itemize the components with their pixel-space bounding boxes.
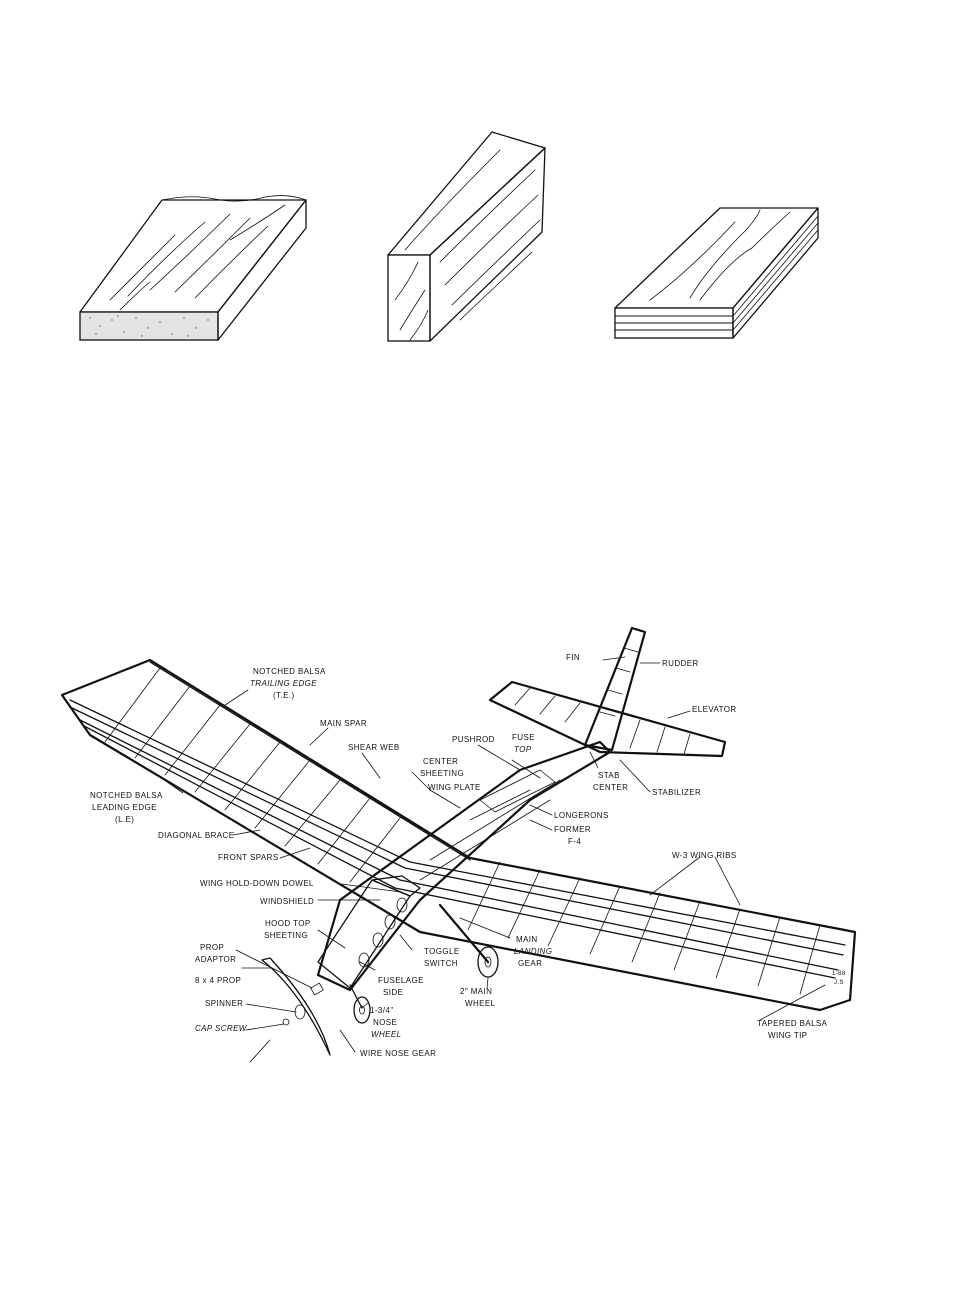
wood-sample-plywood (614, 207, 819, 339)
label-gear: GEAR (518, 959, 542, 968)
fin-ribs (599, 647, 639, 717)
cap-screw (282, 1018, 290, 1026)
label-notched-balsa-le: NOTCHED BALSA (90, 791, 163, 800)
label-2in-main: 2" MAIN (460, 987, 492, 996)
label-prop-8x4: 8 x 4 PROP (195, 976, 241, 985)
airplane-structure: FIN RUDDER NOTCHED BALSA TRAILING EDGE (… (60, 626, 857, 1063)
label-wing-hold-down-dowel: WING HOLD-DOWN DOWEL (200, 879, 314, 888)
wing-outline (60, 658, 857, 1012)
grain-lines-1 (109, 204, 286, 311)
label-wire-nose-gear: WIRE NOSE GEAR (360, 1049, 436, 1058)
label-nose-wheel: WHEEL (371, 1030, 401, 1039)
label-nose: NOSE (373, 1018, 397, 1027)
label-tapered-balsa: TAPERED BALSA (757, 1019, 828, 1028)
label-hood-top: HOOD TOP (265, 919, 311, 928)
label-leading-edge: LEADING EDGE (92, 803, 157, 812)
label-fuse: FUSE (512, 733, 535, 742)
label-signature-initials: J.S (834, 980, 844, 986)
stabilizer (488, 680, 727, 758)
label-main: MAIN (516, 935, 538, 944)
label-wing-tip: WING TIP (768, 1031, 808, 1040)
label-fuselage: FUSELAGE (378, 976, 424, 985)
wing-ribs (104, 667, 821, 995)
label-adaptor: ADAPTOR (195, 955, 236, 964)
grain-lines-2 (394, 149, 541, 341)
fuselage-holes (358, 897, 408, 968)
leader-lines (149, 656, 826, 1053)
label-toggle: TOGGLE (424, 947, 460, 956)
label-side: SIDE (383, 988, 403, 997)
label-pushrod: PUSHROD (452, 735, 495, 744)
label-windshield: WINDSHIELD (260, 897, 314, 906)
label-front-spars: FRONT SPARS (218, 853, 279, 862)
label-te-abbr: (T.E.) (273, 691, 295, 700)
label-w3-wing-ribs: W-3 WING RIBS (672, 851, 737, 860)
label-landing: LANDING (514, 947, 552, 956)
label-le-abbr: (L.E) (115, 815, 134, 824)
nose-wheel (353, 996, 371, 1024)
wood-sample-flat-grain (79, 195, 307, 341)
nose-landing-gear (349, 984, 371, 1024)
part-labels: FIN RUDDER NOTCHED BALSA TRAILING EDGE (… (90, 653, 846, 1058)
label-shear-web: SHEAR WEB (348, 743, 400, 752)
main-wheel (477, 946, 499, 978)
label-longerons: LONGERONS (554, 811, 609, 820)
label-elevator: ELEVATOR (692, 705, 737, 714)
label-1-3-4: 1-3/4" (370, 1006, 393, 1015)
wood-sample-end-grain (387, 131, 546, 342)
label-hood-sheeting: SHEETING (264, 931, 308, 940)
label-cap-screw: CAP SCREW (195, 1024, 248, 1033)
label-wheel: WHEEL (465, 999, 496, 1008)
label-stab: STAB (598, 771, 620, 780)
windshield (371, 875, 421, 897)
label-former: FORMER (554, 825, 591, 834)
end-grain-stipple (89, 315, 209, 337)
grain-lines-3 (649, 209, 791, 301)
label-signature-date: 1-88 (832, 971, 846, 977)
prop-adaptor (310, 982, 324, 996)
main-landing-gear (438, 903, 499, 978)
label-diagonal-brace: DIAGONAL BRACE (158, 831, 234, 840)
wing-spars (69, 661, 846, 979)
stabilizer-ribs (514, 687, 691, 755)
fin (583, 626, 647, 752)
label-switch: SWITCH (424, 959, 458, 968)
label-stabilizer: STABILIZER (652, 788, 701, 797)
label-f4: F-4 (568, 837, 581, 846)
label-spinner: SPINNER (205, 999, 243, 1008)
label-rudder: RUDDER (662, 659, 699, 668)
label-prop: PROP (200, 943, 224, 952)
fuselage (316, 740, 612, 992)
propeller (261, 957, 331, 1056)
label-main-spar: MAIN SPAR (320, 719, 367, 728)
label-wing-plate: WING PLATE (428, 783, 481, 792)
label-center: CENTER (423, 757, 458, 766)
label-notched-balsa-te: NOTCHED BALSA (253, 667, 326, 676)
label-fuse-top: TOP (514, 745, 532, 754)
label-fin: FIN (566, 653, 580, 662)
spinner (294, 1004, 306, 1020)
label-sheeting: SHEETING (420, 769, 464, 778)
label-trailing-edge: TRAILING EDGE (250, 679, 317, 688)
label-stab-center: CENTER (593, 783, 628, 792)
fuselage-details (419, 769, 561, 881)
